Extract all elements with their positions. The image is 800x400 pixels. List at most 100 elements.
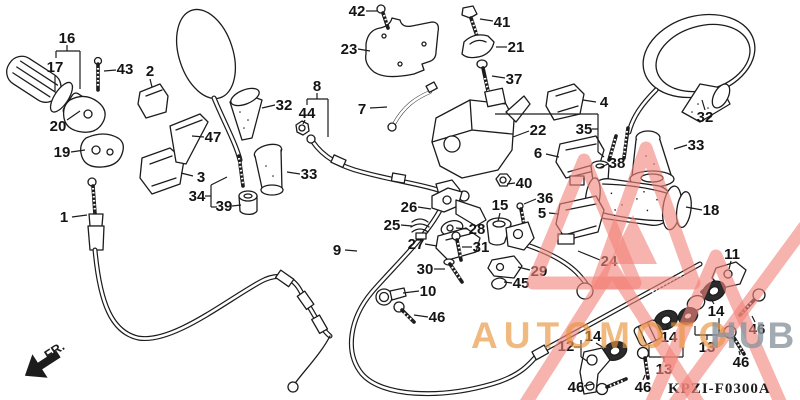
callout-leader-line xyxy=(302,119,306,125)
callout-bracket xyxy=(210,176,228,186)
callout-number-25: 25 xyxy=(384,217,401,234)
callout-leader-line xyxy=(191,135,205,138)
boot-33-left xyxy=(253,143,284,196)
callout-number-10: 10 xyxy=(420,283,437,300)
plate-47 xyxy=(169,113,209,165)
callout-leader-line xyxy=(66,110,81,121)
bolt-46-a xyxy=(393,301,416,324)
callout-leader-line xyxy=(595,342,605,349)
callout-number-18: 18 xyxy=(703,202,720,219)
callout-leader-line xyxy=(583,383,594,387)
boot-32-right xyxy=(681,83,731,123)
callout-leader-line xyxy=(70,149,86,153)
switch-3 xyxy=(139,147,185,195)
callout-leader-line xyxy=(523,198,537,205)
callout-number-1: 1 xyxy=(60,209,68,226)
fr-direction-arrow: FR. xyxy=(24,339,67,378)
switch-housing-22 xyxy=(431,87,531,179)
watermark-brand-right: HUB xyxy=(710,315,796,356)
callout-number-19: 19 xyxy=(54,144,71,161)
callout-number-30: 30 xyxy=(417,261,434,278)
callout-number-37: 37 xyxy=(506,71,523,88)
lever-bracket-clamp xyxy=(80,133,124,168)
watermark-triangle xyxy=(520,261,704,400)
watermark-logo: AUTOMOTO HUB xyxy=(471,141,800,400)
watermark-brand-left: AUTOMOTO xyxy=(471,315,733,356)
callout-leader-line xyxy=(751,315,756,323)
callout-number-47: 47 xyxy=(205,129,222,146)
pin-31 xyxy=(451,231,463,262)
callout-leader-line xyxy=(231,204,242,207)
callout-number-46: 46 xyxy=(429,309,446,326)
callout-number-32: 32 xyxy=(697,109,714,126)
callout-leader-line xyxy=(400,224,413,227)
callout-number-16: 16 xyxy=(59,30,76,47)
callout-leader-line xyxy=(71,214,88,218)
callout-number-34: 34 xyxy=(189,188,206,205)
starter-cable xyxy=(87,177,333,393)
callout-leader-line xyxy=(598,163,609,169)
callout-leader-line xyxy=(357,48,371,52)
callout-number-26: 26 xyxy=(401,199,418,216)
switch-2 xyxy=(137,83,169,119)
callout-bracket xyxy=(597,151,605,158)
callout-leader-line xyxy=(479,18,494,22)
callout-number-46: 46 xyxy=(568,379,585,396)
throttle-clamp xyxy=(62,95,106,133)
left-mirror xyxy=(175,8,245,188)
callout-number-20: 20 xyxy=(50,118,67,135)
screw-43 xyxy=(93,56,103,92)
callout-number-39: 39 xyxy=(216,198,233,215)
callout-leader-line xyxy=(103,69,117,72)
callout-leader-line xyxy=(424,243,438,247)
callout-leader-line xyxy=(261,104,276,109)
callout-leader-line xyxy=(180,172,194,177)
watermark-triangle xyxy=(668,221,800,400)
callout-leader-line xyxy=(673,144,688,150)
callout-leader-line xyxy=(582,99,597,103)
bolt-41 xyxy=(461,5,479,38)
bracket-plate-23 xyxy=(365,17,440,78)
callout-number-46: 46 xyxy=(635,379,652,396)
cable-clamp-10 xyxy=(375,287,407,306)
callout-number-21: 21 xyxy=(508,39,525,56)
callout-number-43: 43 xyxy=(117,61,134,78)
right-mirror xyxy=(622,13,756,160)
callout-number-36: 36 xyxy=(537,190,554,207)
callout-leader-line xyxy=(402,290,420,294)
callout-number-7: 7 xyxy=(358,101,366,118)
callout-number-9: 9 xyxy=(333,242,341,259)
callout-number-22: 22 xyxy=(530,122,547,139)
callout-leader-line xyxy=(685,206,703,211)
callout-number-46: 46 xyxy=(733,354,750,371)
callout-number-35: 35 xyxy=(576,121,593,138)
callout-leader-line xyxy=(344,249,358,252)
callout-number-33: 33 xyxy=(301,166,318,183)
switch-4 xyxy=(545,83,585,121)
watermark-triangle xyxy=(591,141,701,290)
callout-leader-line xyxy=(710,298,715,305)
callout-leader-line xyxy=(369,106,388,109)
callout-number-23: 23 xyxy=(341,41,358,58)
callout-leader-line xyxy=(417,206,432,210)
callout-number-41: 41 xyxy=(494,14,511,31)
callout-bracket xyxy=(580,356,588,362)
callout-leader-line xyxy=(577,250,601,261)
callout-number-17: 17 xyxy=(47,59,64,76)
callout-number-32: 32 xyxy=(276,97,293,114)
boot-32-left xyxy=(229,87,263,141)
clamp-21 xyxy=(461,34,495,59)
callout-number-38: 38 xyxy=(609,155,626,172)
callout-leader-line xyxy=(286,171,301,175)
callout-leader-line xyxy=(503,281,513,284)
cap-nut-39 xyxy=(238,190,258,215)
callout-number-2: 2 xyxy=(146,63,154,80)
callout-leader-line xyxy=(506,182,516,185)
callout-number-33: 33 xyxy=(688,137,705,154)
bracket-12 xyxy=(579,347,611,395)
callout-number-6: 6 xyxy=(534,145,542,162)
callout-leader-line xyxy=(545,153,560,158)
switch-wire xyxy=(387,81,438,132)
watermark-triangle xyxy=(645,249,787,400)
